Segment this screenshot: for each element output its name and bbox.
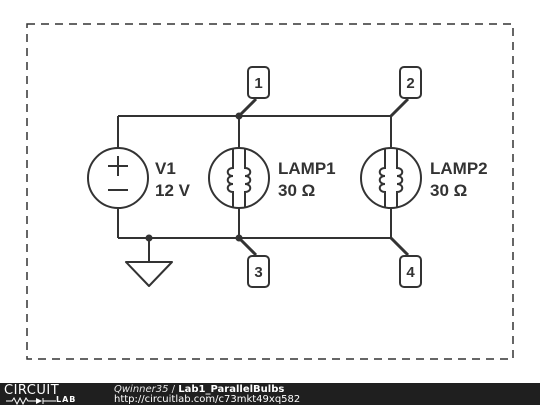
- wires: [117, 115, 392, 262]
- voltage-source-v1[interactable]: V1 12 V: [87, 147, 191, 209]
- node-number: 3: [254, 264, 262, 281]
- logo-word-circuit: CIRCUIT: [4, 383, 60, 398]
- node-tag: [247, 66, 270, 99]
- node-pointer-icon: [389, 97, 410, 118]
- node-tag: [399, 66, 422, 99]
- logo-word-lab: LAB: [56, 395, 77, 404]
- lamp1-name-label: LAMP1: [278, 159, 336, 178]
- footer-bar: CIRCUIT LAB Qwinner35 / Lab1_ParallelBul…: [0, 383, 540, 405]
- circuit-title-link[interactable]: Lab1_ParallelBulbs: [178, 384, 285, 395]
- author-link[interactable]: Qwinner35: [114, 384, 169, 395]
- filament-icon: [244, 148, 252, 208]
- node-label-2[interactable]: 2: [389, 66, 422, 118]
- v1-value-label: 12 V: [155, 181, 191, 200]
- circuit-url-link[interactable]: http://circuitlab.com/c73mkt49xq582: [114, 394, 301, 405]
- filament-icon: [396, 148, 404, 208]
- lamp-bulb-icon: [208, 147, 270, 209]
- node-pointer-icon: [237, 97, 258, 118]
- circuitlab-logo[interactable]: CIRCUIT LAB: [4, 383, 104, 405]
- node-number: 4: [406, 264, 415, 281]
- circuit-schematic: V1 12 V LAMP1 30 Ω LAMP2 30 Ω 1: [26, 23, 514, 360]
- filament-icon: [378, 148, 386, 208]
- node-pointer-icon: [237, 236, 258, 257]
- footer-attribution: Qwinner35 / Lab1_ParallelBulbs: [114, 384, 284, 395]
- lamp2-name-label: LAMP2: [430, 159, 488, 178]
- node-label-4[interactable]: 4: [389, 236, 422, 288]
- v1-name-label: V1: [155, 159, 176, 178]
- node-label-3[interactable]: 3: [237, 236, 270, 288]
- node-number: 2: [406, 75, 414, 92]
- node-tag: [399, 255, 422, 288]
- lamp1-value-label: 30 Ω: [278, 181, 315, 200]
- lamp2-component[interactable]: LAMP2 30 Ω: [360, 147, 488, 209]
- node-label-1[interactable]: 1: [237, 66, 270, 118]
- ground-icon[interactable]: [125, 261, 173, 287]
- schematic-boundary: [26, 23, 514, 360]
- lamp-bulb-icon: [360, 147, 422, 209]
- node-pointer-icon: [389, 236, 410, 257]
- filament-icon: [226, 148, 234, 208]
- voltage-source-icon: [87, 147, 149, 209]
- resistor-diode-icon: [6, 397, 56, 405]
- node-tag: [247, 255, 270, 288]
- junction-dot: [145, 234, 153, 242]
- node-number: 1: [254, 75, 262, 92]
- lamp2-value-label: 30 Ω: [430, 181, 467, 200]
- lamp1-component[interactable]: LAMP1 30 Ω: [208, 147, 336, 209]
- path-separator: /: [168, 384, 179, 395]
